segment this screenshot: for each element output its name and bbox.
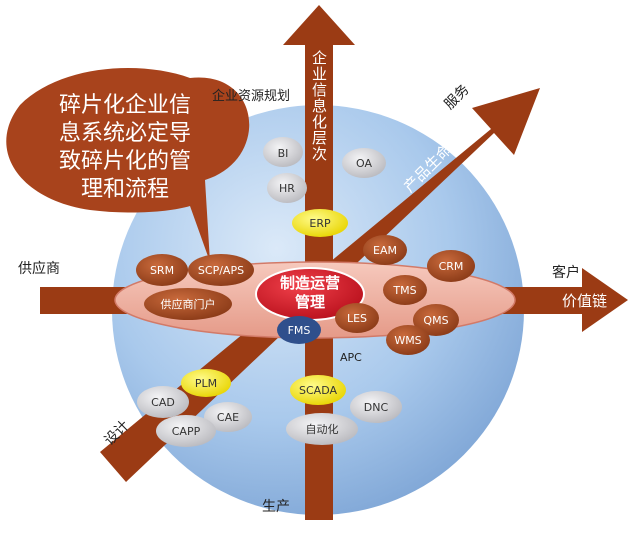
speech-bubble bbox=[6, 68, 250, 262]
cad-node bbox=[137, 386, 189, 418]
bi-node bbox=[263, 137, 303, 167]
plm-node bbox=[181, 369, 231, 397]
tms-label: TMS bbox=[392, 284, 416, 297]
vertical-axis-label: 企业信息化层次 bbox=[310, 49, 328, 162]
bi-label: BI bbox=[278, 147, 289, 160]
customer-label: 客户 bbox=[552, 264, 580, 281]
supplier-label: 供应商 bbox=[18, 260, 60, 277]
srm-label: SRM bbox=[150, 264, 174, 277]
cae-label: CAE bbox=[217, 411, 239, 424]
bubble-line-2: 息系统必定导 bbox=[59, 121, 191, 146]
crm-node bbox=[427, 250, 475, 282]
qms-label: QMS bbox=[423, 314, 448, 327]
scp-aps-node bbox=[188, 254, 254, 286]
scada-node bbox=[290, 375, 346, 405]
les-label: LES bbox=[347, 312, 367, 325]
fms-node bbox=[277, 316, 321, 344]
bubble-line-4: 理和流程 bbox=[81, 177, 169, 202]
dnc-node bbox=[350, 391, 402, 423]
capp-label: CAPP bbox=[172, 425, 201, 438]
crm-label: CRM bbox=[439, 260, 464, 273]
scp-aps-label: SCP/APS bbox=[198, 264, 244, 277]
plm-label: PLM bbox=[195, 377, 217, 390]
tms-node bbox=[383, 275, 427, 305]
bubble-line-1: 碎片化企业信 bbox=[59, 93, 191, 118]
automation-node bbox=[286, 413, 358, 445]
hr-label: HR bbox=[279, 182, 295, 195]
eam-label: EAM bbox=[373, 244, 397, 257]
oa-label: OA bbox=[356, 157, 372, 170]
production-label: 生产 bbox=[262, 499, 290, 515]
automation-label: 自动化 bbox=[306, 422, 339, 436]
qms-node bbox=[413, 304, 459, 336]
eam-node bbox=[363, 235, 407, 265]
les-node bbox=[335, 303, 379, 333]
center-label-2: 管理 bbox=[295, 293, 325, 311]
dnc-label: DNC bbox=[364, 401, 389, 414]
erp-scope-label: 企业资源规划 bbox=[212, 88, 290, 104]
erp-label: ERP bbox=[309, 217, 331, 230]
supplier-portal-label: 供应商门户 bbox=[161, 297, 216, 311]
bubble-line-3: 致碎片化的管 bbox=[59, 149, 191, 174]
fms-label: FMS bbox=[288, 324, 311, 337]
cad-label: CAD bbox=[151, 396, 175, 409]
capp-node bbox=[156, 415, 216, 447]
horizontal-axis-label: 价值链 bbox=[562, 292, 607, 310]
service-label: 服务 bbox=[442, 82, 473, 113]
supplier-portal-node bbox=[144, 288, 232, 320]
scada-label: SCADA bbox=[299, 384, 337, 397]
wms-label: WMS bbox=[394, 334, 421, 347]
apc-label: APC bbox=[340, 351, 362, 364]
center-label-1: 制造运营 bbox=[280, 274, 340, 292]
cae-node bbox=[204, 402, 252, 432]
wms-node bbox=[386, 325, 430, 355]
hr-node bbox=[267, 173, 307, 203]
srm-node bbox=[136, 254, 188, 286]
oa-node bbox=[342, 148, 386, 178]
erp-node bbox=[292, 209, 348, 237]
